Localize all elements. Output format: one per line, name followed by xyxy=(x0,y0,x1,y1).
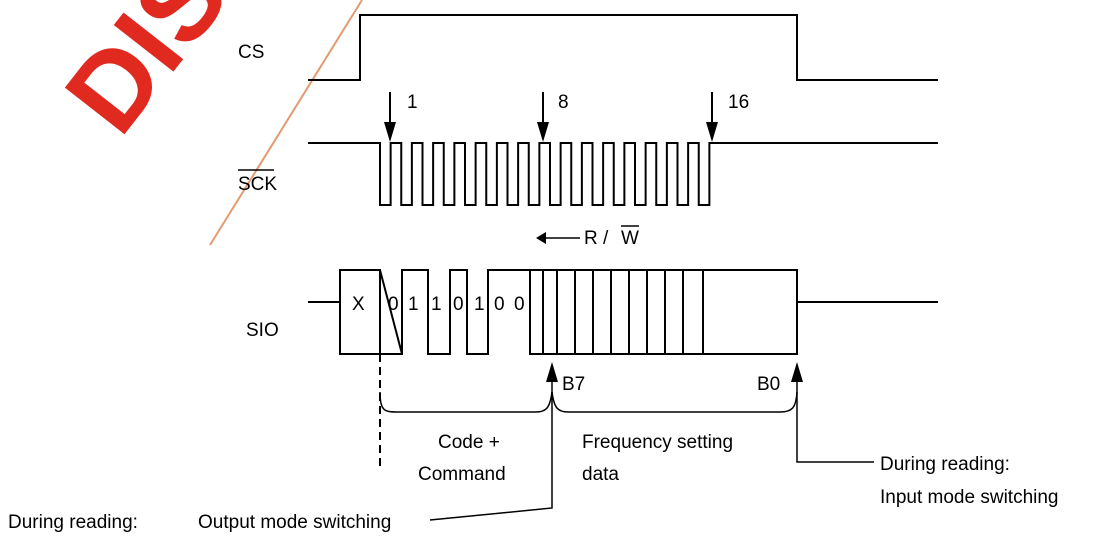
sio-label: SIO xyxy=(246,320,279,341)
sio-command-bits xyxy=(380,269,531,355)
brackets: Code + Command Frequency setting data xyxy=(379,391,798,485)
sio-bit-1: 1 xyxy=(408,294,419,315)
bit-label-b7: B7 xyxy=(562,374,585,395)
sio-bit-4: 1 xyxy=(474,294,485,315)
frequency-line1: Frequency setting xyxy=(582,432,733,453)
marker-16-arrow xyxy=(706,92,718,142)
marker-16-label: 16 xyxy=(728,92,749,113)
sio-bit-0: 0 xyxy=(388,294,399,315)
rw-label-w: W xyxy=(621,228,639,249)
sck-waveform: SCK xyxy=(238,142,938,206)
sck-signal-line xyxy=(308,142,938,206)
marker-1-label: 1 xyxy=(407,92,418,113)
cs-label: CS xyxy=(238,42,264,63)
sio-x-label: X xyxy=(352,294,365,315)
frequency-bracket xyxy=(551,391,798,413)
marker-1-arrow xyxy=(384,92,396,142)
sio-bit-3: 0 xyxy=(453,294,464,315)
clock-markers: 1 8 16 xyxy=(384,92,749,142)
output-note-prefix: During reading: xyxy=(8,512,138,533)
b0-up-arrow xyxy=(791,362,874,463)
rw-indicator: R / W xyxy=(536,225,639,249)
watermark: DISCO xyxy=(42,0,363,246)
cs-signal-line xyxy=(308,14,938,81)
watermark-line xyxy=(209,0,363,246)
b7-up-arrow xyxy=(429,362,558,521)
output-note-text: Output mode switching xyxy=(198,512,391,533)
bit-label-b0: B0 xyxy=(757,374,780,395)
sio-bit-6: 0 xyxy=(514,294,525,315)
sio-data-block xyxy=(529,269,798,355)
sio-data-dividers xyxy=(542,270,704,354)
cs-waveform: CS xyxy=(238,14,938,81)
marker-8-label: 8 xyxy=(558,92,569,113)
rw-label-prefix: R / xyxy=(584,228,609,249)
sio-bit-2: 1 xyxy=(431,294,442,315)
watermark-text: DISCO xyxy=(42,0,353,155)
sio-bit-5: 0 xyxy=(494,294,505,315)
code-command-bracket xyxy=(379,391,553,413)
input-note-line2: Input mode switching xyxy=(880,487,1059,508)
rw-arrow xyxy=(536,232,546,244)
code-command-line1: Code + xyxy=(438,432,500,453)
marker-8-arrow xyxy=(537,92,549,142)
sio-x-box xyxy=(339,269,381,355)
frequency-line2: data xyxy=(582,464,619,485)
sck-label: SCK xyxy=(238,174,277,195)
input-note-line1: During reading: xyxy=(880,454,1010,475)
sio-waveform: SIO X 0 1 1 0 1 0 0 B7 B0 xyxy=(246,269,938,395)
code-command-line2: Command xyxy=(418,464,506,485)
